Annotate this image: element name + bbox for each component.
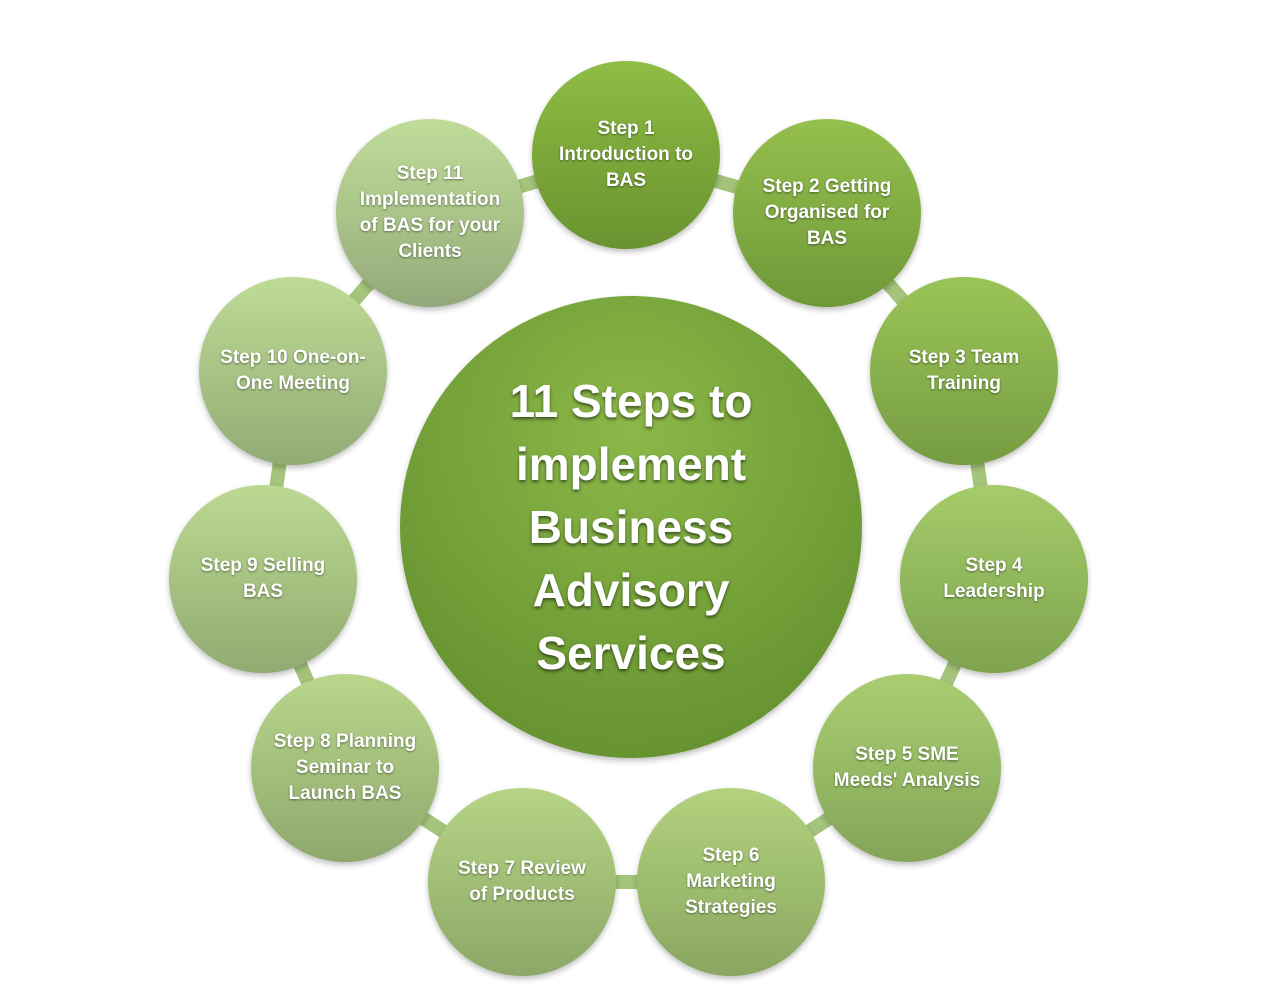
step-3-node: Step 3 Team Training bbox=[870, 277, 1058, 465]
step-10-label: Step 10 One-on-One Meeting bbox=[220, 347, 366, 394]
step-5-label: Step 5 SME Meeds' Analysis bbox=[833, 744, 981, 791]
step-4-node: Step 4 Leadership bbox=[900, 485, 1088, 673]
step-10-node: Step 10 One-on-One Meeting bbox=[199, 277, 387, 465]
step-3-label: Step 3 Team Training bbox=[908, 347, 1020, 394]
step-4-label: Step 4 Leadership bbox=[943, 555, 1045, 602]
step-8-node: Step 8 Planning Seminar to Launch BAS bbox=[251, 674, 439, 862]
step-11-label: Step 11 Implementation of BAS for your C… bbox=[359, 163, 501, 262]
step-9-label: Step 9 Selling BAS bbox=[200, 555, 326, 602]
step-7-node: Step 7 Review of Products bbox=[428, 788, 616, 976]
step-6-label: Step 6 Marketing Strategies bbox=[685, 845, 777, 918]
step-1-label: Step 1 Introduction to BAS bbox=[558, 118, 694, 191]
step-2-label: Step 2 Getting Organised for BAS bbox=[762, 176, 892, 249]
step-2-node: Step 2 Getting Organised for BAS bbox=[733, 119, 921, 307]
step-5-node: Step 5 SME Meeds' Analysis bbox=[813, 674, 1001, 862]
diagram-title: 11 Steps to implement Business Advisory … bbox=[509, 374, 753, 679]
central-title-circle: 11 Steps to implement Business Advisory … bbox=[400, 296, 862, 758]
step-11-node: Step 11 Implementation of BAS for your C… bbox=[336, 119, 524, 307]
step-6-node: Step 6 Marketing Strategies bbox=[637, 788, 825, 976]
step-9-node: Step 9 Selling BAS bbox=[169, 485, 357, 673]
step-8-label: Step 8 Planning Seminar to Launch BAS bbox=[273, 731, 417, 804]
step-7-label: Step 7 Review of Products bbox=[458, 858, 586, 905]
step-1-node: Step 1 Introduction to BAS bbox=[532, 61, 720, 249]
